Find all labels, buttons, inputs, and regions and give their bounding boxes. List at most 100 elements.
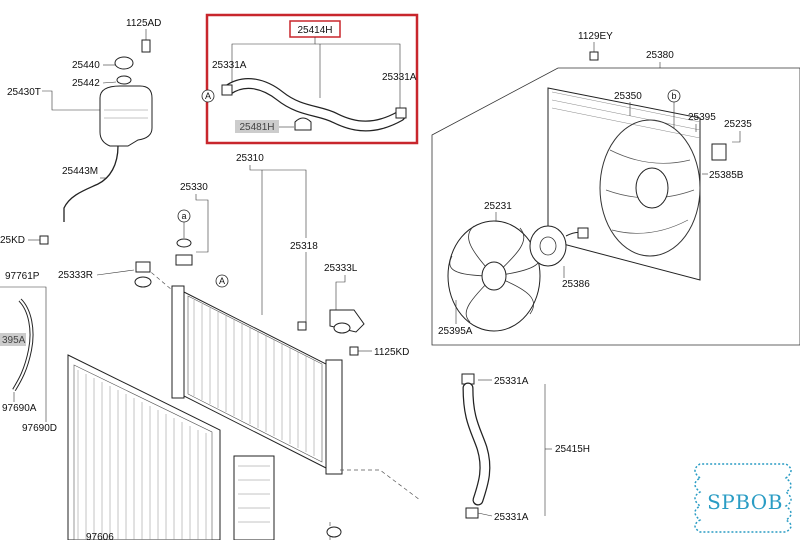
fan-assembly-frame (431, 67, 800, 346)
part-label-25481H: 25481H (239, 122, 274, 133)
leader-25330 (195, 194, 209, 253)
guide-25333R (145, 267, 173, 291)
label-bg-395A (0, 333, 26, 346)
part-label-25443M: 25443M (62, 166, 98, 177)
lower-hose-group: 25331A 25415H 25331A (461, 373, 590, 523)
clamp-lower-bottom (465, 507, 479, 519)
callout-A-box-text: A (205, 91, 211, 101)
leader-25310-right (249, 165, 307, 238)
part-label-1125KD: 1125KD (374, 347, 409, 358)
part-label-25430T: 25430T (7, 87, 41, 98)
hose-25414H-body (223, 79, 405, 131)
fan-blades (449, 225, 541, 323)
radiator-group: 25310 25330 a 25318 A (145, 153, 421, 540)
bracket-25333R-top (135, 261, 151, 273)
label-bg-25481H (235, 120, 279, 133)
shroud-ring (599, 119, 701, 257)
fan-hub (481, 261, 507, 291)
fan-assembly-group: 1129EY 25380 25350 b 25395 25235 25385B … (431, 31, 800, 346)
part-label-25330: 25330 (180, 182, 208, 193)
condenser-group: 97606 (67, 354, 275, 540)
part-label-25350: 25350 (614, 91, 642, 102)
part-label-25415H: 25415H (555, 444, 590, 455)
leader-25235 (732, 131, 741, 143)
shroud-grille (551, 91, 701, 139)
part-label-25331A-lower-top: 25331A (494, 376, 529, 387)
shroud-hub (635, 167, 669, 209)
callout-b-fan-text: b (671, 91, 676, 101)
leader-25442 (102, 81, 117, 84)
condenser-core (73, 364, 213, 540)
cap-25330 (175, 254, 193, 266)
callout-A-box (201, 89, 215, 103)
bolt-25KD-left (39, 235, 49, 245)
part-label-25440: 25440 (72, 60, 100, 71)
callout-A-radiator-text: A (219, 276, 225, 286)
receiver-ribs (238, 465, 270, 523)
bracket-97761P (0, 286, 47, 390)
resistor-25235 (711, 143, 727, 161)
gasket-25442 (116, 75, 132, 85)
bracket-25333R-bushing (134, 276, 152, 288)
part-label-25380: 25380 (646, 50, 674, 61)
part-label-1125AD: 1125AD (126, 18, 161, 29)
watermark-logo: SPBOB (707, 490, 783, 514)
bolt-1125KD (349, 346, 359, 356)
bolt-1129EY (589, 51, 599, 61)
part-label-25414H: 25414H (297, 25, 332, 36)
part-label-97606: 97606 (86, 532, 114, 540)
part-label-25333L: 25333L (324, 263, 358, 274)
part-label-25395: 25395 (688, 112, 716, 123)
part-label-395A: 395A (2, 335, 26, 346)
leader-25331A-lower-bottom (477, 512, 493, 517)
part-label-25442: 25442 (72, 78, 100, 89)
clamp-right (395, 107, 407, 119)
motor-25386 (529, 225, 567, 267)
part-label-25386: 25386 (562, 279, 590, 290)
condenser-fins (77, 370, 207, 540)
part-label-97690D: 97690D (22, 423, 57, 434)
logo-badge (694, 463, 792, 533)
part-label-25318: 25318 (290, 241, 318, 252)
reservoir-group: 1125AD 25440 25442 25430T 25443M 25KD (0, 18, 161, 246)
guide-lower-hose (340, 469, 421, 501)
shroud-25350 (547, 87, 701, 281)
radiator-tank-left (171, 285, 185, 399)
part-label-25331A-lower-bottom: 25331A (494, 512, 529, 523)
part-label-25KD-left: 25KD (0, 235, 25, 246)
part-label-25310: 25310 (236, 153, 264, 164)
part-label-97761P: 97761P (5, 271, 40, 282)
hose-25414H-outline (222, 77, 406, 132)
part-label-25231: 25231 (484, 201, 512, 212)
part-label-25331A-box-right: 25331A (382, 72, 417, 83)
part-label-1129EY: 1129EY (578, 31, 613, 42)
bracket-group: 25333R 25333L 1125KD (58, 261, 409, 358)
leader-25414H-right (315, 43, 401, 108)
leader-25430T (42, 90, 100, 111)
highlight-frame (205, 13, 419, 145)
receiver-bracket (233, 455, 275, 540)
part-label-25395A: 25395A (438, 326, 473, 337)
clamp-left (221, 84, 233, 96)
radiator-tank-right (325, 359, 343, 475)
callout-a-upper-text: a (181, 211, 186, 221)
bottom-cap (326, 526, 342, 538)
part-label-97690A: 97690A (2, 403, 37, 414)
highlighted-hose-group: 25414H 25481H 25331A 25331A A (201, 13, 419, 145)
drain-25318 (297, 321, 307, 331)
part-label-25331A-box-left: 25331A (212, 60, 247, 71)
leader-25333R (96, 269, 135, 276)
motor-shaft (539, 236, 557, 256)
hose-25415H-body (463, 383, 490, 505)
bracket-25333L-bushing (333, 322, 351, 334)
motor-connector (577, 227, 589, 239)
callout-A-radiator (215, 274, 229, 288)
reservoir-25430T (99, 85, 153, 147)
hose-25443M (63, 145, 119, 222)
fitting-25481H (294, 117, 312, 131)
ac-pipe-inner (13, 299, 33, 391)
cap-25440 (114, 56, 134, 70)
radiator-fins (193, 300, 315, 456)
gasket-25330 (176, 238, 192, 248)
